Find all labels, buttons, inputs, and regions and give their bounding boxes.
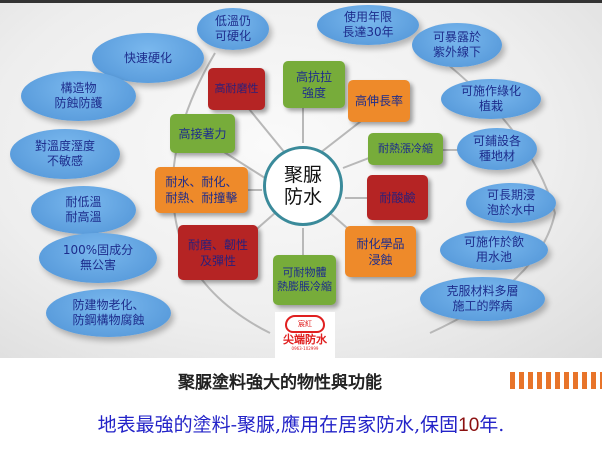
feature-fast-cure: 快速硬化: [92, 33, 204, 83]
subtitle: 地表最強的塗料-聚脲,應用在居家防水,保固10年.: [0, 410, 602, 437]
brand-logo: 宸紅 尖端防水 0963-102999: [275, 312, 335, 358]
property-abrasion: 高耐磨性: [208, 68, 265, 110]
top-border: [0, 0, 602, 3]
feature-solid-content: 100%固成分 無公害: [39, 233, 157, 283]
subtitle-text: 地表最強的塗料-聚脲,應用在居家防水,保固: [97, 414, 459, 436]
property-water-heat: 耐水、耐化、 耐熱、耐撞擊: [155, 167, 248, 213]
feature-corrosion-protection: 構造物 防蝕防護: [21, 71, 136, 121]
feature-anti-aging: 防建物老化、 防鋼構物腐蝕: [46, 289, 171, 337]
feature-greening: 可施作綠化 植栽: [441, 79, 541, 119]
property-toughness: 耐磨、韌性 及彈性: [178, 225, 258, 280]
feature-uv-exposure: 可暴露於 紫外線下: [412, 23, 502, 67]
logo-phone: 0963-102999: [291, 346, 319, 351]
feature-lifespan: 使用年限 長達30年: [317, 5, 419, 45]
feature-multilayer: 克服材料多層 施工的弊病: [420, 277, 545, 321]
diagram: 低溫仍 可硬化 快速硬化 構造物 防蝕防護 對溫度溼度 不敏感 耐低溫 耐高溫 …: [0, 3, 602, 358]
feature-floor-materials: 可鋪設各 種地材: [457, 128, 537, 170]
property-chemical: 耐化學品 浸蝕: [345, 226, 416, 277]
logo-name: 尖端防水: [283, 333, 327, 346]
warranty-years: 10: [458, 415, 480, 436]
feature-temp-resistant: 耐低溫 耐高溫: [31, 186, 136, 234]
feature-water-immersion: 可長期浸 泡於水中: [466, 183, 556, 223]
property-acid-alkali: 耐酸鹼: [367, 175, 428, 220]
center-hub: 聚脲 防水: [263, 146, 343, 226]
cloud-icon: 宸紅: [285, 315, 325, 333]
property-thermal: 耐熱漲冷縮: [368, 133, 443, 165]
property-expansion: 可耐物體 熱膨脹冷縮: [273, 255, 336, 305]
property-elongation: 高伸長率: [348, 80, 410, 122]
feature-humidity-insensitive: 對溫度溼度 不敏感: [10, 129, 120, 179]
property-adhesion: 高接著力: [170, 114, 235, 153]
property-tensile: 高抗拉 強度: [283, 61, 345, 108]
page-title: 聚脲塗料強大的物性與功能: [178, 373, 382, 393]
subtitle-end: 年.: [479, 414, 505, 436]
feature-low-temp-cure: 低溫仍 可硬化: [197, 8, 269, 50]
feature-drinking-water: 可施作於飲 用水池: [440, 230, 548, 270]
decorative-stripes: [510, 372, 602, 389]
